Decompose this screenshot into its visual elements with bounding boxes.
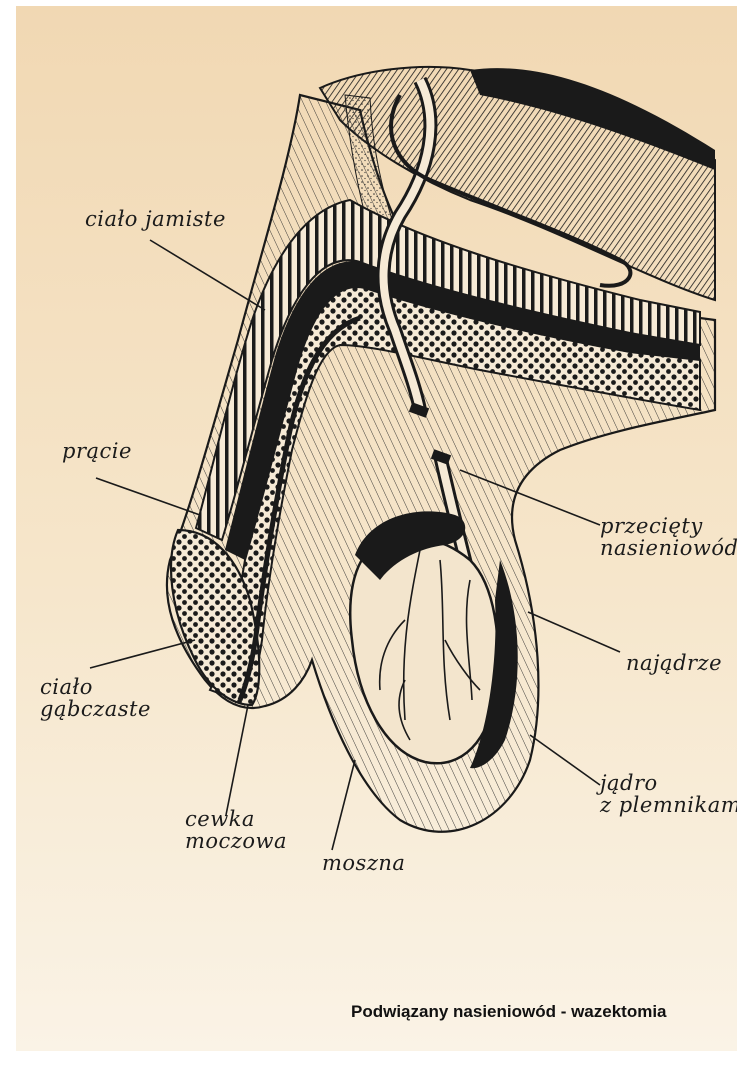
label-corpus-spongiosum: ciało gąbczaste: [40, 676, 151, 720]
label-urethra: cewka moczowa: [185, 808, 287, 852]
label-vas-cut: przecięty nasieniowód: [600, 515, 737, 559]
caption: Podwiązany nasieniowód - wazektomia: [351, 1002, 667, 1022]
label-corpus-cavernosum: ciało jamiste: [85, 208, 226, 230]
label-scrotum: moszna: [322, 852, 405, 874]
label-testicle-sperm: jądro z plemnikami: [600, 772, 737, 816]
label-penis: prącie: [62, 440, 132, 462]
label-testis: najądrze: [626, 652, 722, 674]
